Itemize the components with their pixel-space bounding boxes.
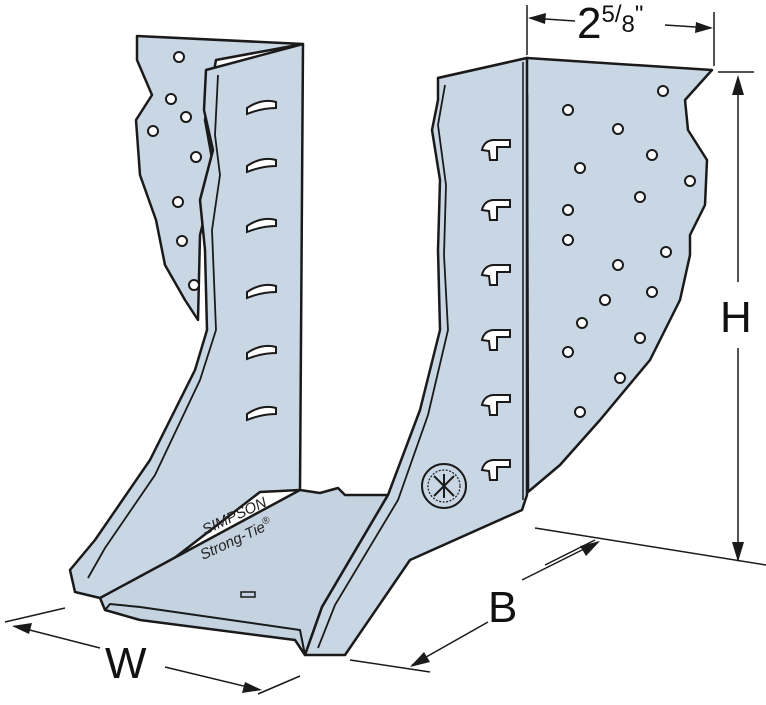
height-label: H: [720, 293, 752, 342]
seat-slot: [240, 591, 256, 598]
nail-hole: [634, 191, 646, 203]
nail-hole: [646, 286, 658, 298]
nail-tab: [480, 264, 511, 286]
right-flange-nail-holes: [562, 85, 696, 418]
nail-hole: [190, 151, 202, 163]
right-wall-nail-tabs: [480, 139, 511, 481]
nail-hole: [176, 235, 188, 247]
nail-hole: [612, 123, 624, 135]
height-dimension: H: [534, 71, 766, 566]
nail-tab: [246, 99, 277, 116]
nail-tab: [480, 139, 511, 161]
nail-hole: [562, 234, 574, 246]
nail-hole: [180, 111, 192, 123]
depth-dimension: B: [349, 539, 600, 673]
width-dimension: W: [4, 607, 301, 695]
left-flange-nail-holes: [147, 51, 202, 291]
depth-label: B: [488, 583, 517, 632]
seat-front-edge: [104, 602, 306, 656]
nail-hole: [576, 317, 588, 329]
nail-hole: [562, 346, 574, 358]
nail-hole: [172, 196, 184, 208]
nail-tab: [246, 344, 277, 361]
left-side-wall: [68, 42, 305, 602]
right-side-wall: [303, 56, 529, 657]
left-wall-nail-tabs: [246, 99, 277, 422]
flange-dimension-label: 25/8": [577, 0, 643, 48]
nail-tab: [480, 394, 511, 416]
nail-tab: [246, 405, 277, 422]
nail-tab: [246, 217, 277, 234]
right-wall-inner-edge: [317, 84, 449, 649]
nail-hole: [165, 93, 177, 105]
nail-hole: [657, 85, 669, 97]
nail-hole: [612, 259, 624, 271]
logo-seal: [421, 463, 467, 509]
left-wall-inner-edge: [87, 74, 221, 579]
nail-hole: [614, 372, 626, 384]
right-flange: [436, 56, 714, 494]
nail-hole: [634, 332, 646, 344]
nail-hole: [684, 175, 696, 187]
nail-hole: [173, 51, 185, 63]
nail-tab: [480, 199, 511, 221]
width-label: W: [105, 639, 147, 688]
nail-tab: [246, 283, 277, 300]
nail-hole: [599, 294, 611, 306]
nail-hole: [660, 246, 672, 258]
nail-tab: [480, 329, 511, 351]
nail-tab: [246, 157, 277, 174]
fraction-slash: /: [615, 1, 622, 28]
nail-hole: [562, 204, 574, 216]
nail-tab: [480, 459, 511, 481]
nail-hole: [646, 149, 658, 161]
nail-hole: [574, 162, 586, 174]
registered-mark: ®: [260, 514, 272, 527]
nail-hole: [188, 279, 200, 291]
nail-hole: [574, 406, 586, 418]
nail-hole: [147, 125, 159, 137]
flange-dimension: 25/8": [526, 0, 715, 66]
nail-hole: [562, 104, 574, 116]
